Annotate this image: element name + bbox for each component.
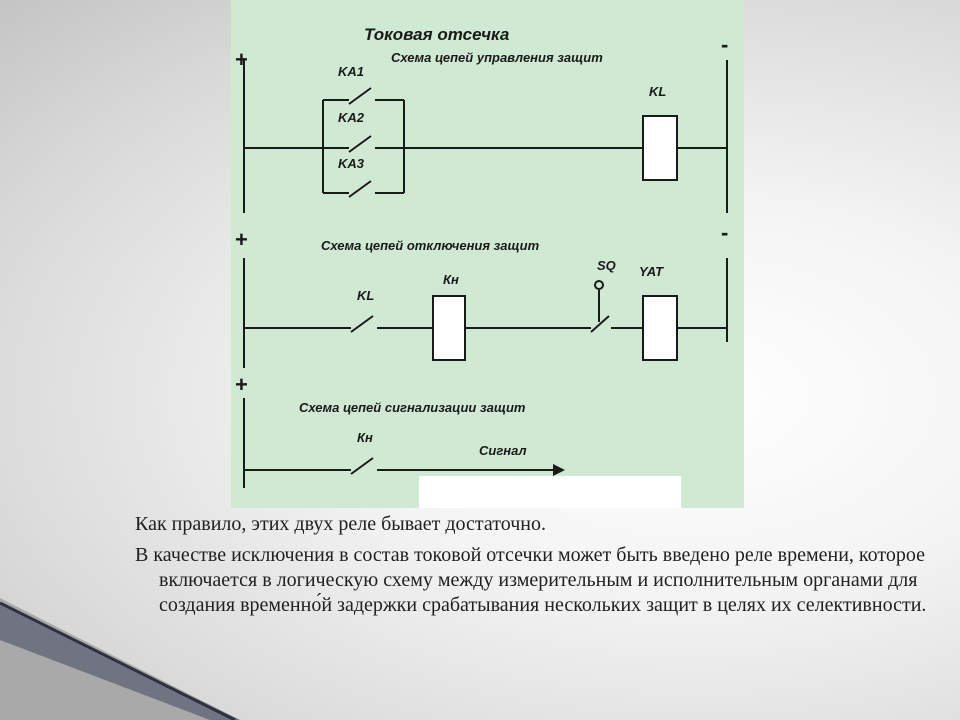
decor-wedge-light xyxy=(0,598,240,720)
slide-text: Как правило, этих двух реле бывает доста… xyxy=(135,512,935,618)
paragraph-2: В качестве исключения в состав токовой о… xyxy=(135,544,927,616)
ka3-contact xyxy=(348,180,372,198)
section1-label: Схема цепей управления защит xyxy=(391,50,603,65)
ka2-contact xyxy=(348,135,372,153)
plus-sign-2: + xyxy=(235,227,248,252)
sq-label: SQ xyxy=(597,258,616,273)
kl-contact-label: KL xyxy=(357,288,374,303)
yat-label: YAT xyxy=(639,264,664,279)
ka1-contact xyxy=(348,87,372,105)
kn-coil xyxy=(432,295,466,361)
signal-arrow-head xyxy=(553,464,565,476)
diagram-title: Токовая отсечка xyxy=(364,25,509,44)
kn-contact xyxy=(350,457,374,475)
paragraph-1: Как правило, этих двух реле бывает доста… xyxy=(135,513,546,535)
circuit-diagram-panel: Токовая отсечка Схема цепей управления з… xyxy=(231,0,744,508)
signal-label: Сигнал xyxy=(479,443,527,458)
section2-label: Схема цепей отключения защит xyxy=(321,238,540,253)
ka3-label: KA3 xyxy=(338,156,365,171)
circuit-diagram: Токовая отсечка Схема цепей управления з… xyxy=(235,25,728,488)
kn-coil-label: Кн xyxy=(443,272,459,287)
kl-coil-label: KL xyxy=(649,84,666,99)
kn-contact-label: Кн xyxy=(357,430,373,445)
minus-sign-1: - xyxy=(721,32,728,57)
section3-label: Схема цепей сигнализации защит xyxy=(299,400,526,415)
decor-stripe xyxy=(0,601,236,720)
ka2-label: KA2 xyxy=(338,110,365,125)
white-patch xyxy=(419,476,681,508)
kl-contact xyxy=(350,315,374,333)
minus-sign-2: - xyxy=(721,220,728,245)
sq-actuator-head xyxy=(594,280,604,290)
kl-coil xyxy=(642,115,678,181)
ka1-label: KA1 xyxy=(338,64,364,79)
sq-contact xyxy=(590,315,610,333)
yat-coil xyxy=(642,295,678,361)
plus-sign-1: + xyxy=(235,47,248,72)
plus-sign-3: + xyxy=(235,372,248,397)
